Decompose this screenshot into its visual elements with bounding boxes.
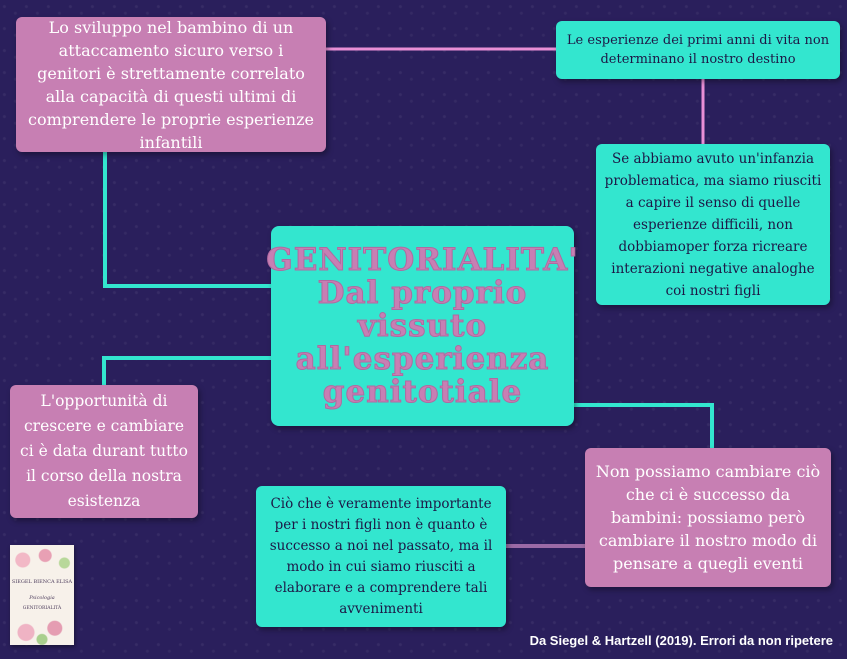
book-subtitle: GENITORIALITÀ — [22, 606, 62, 611]
source-credit: Da Siegel & Hartzell (2019). Errori da n… — [529, 633, 833, 648]
node-text: Lo sviluppo nel bambino di un attaccamen… — [28, 17, 314, 152]
node-text: L'opportunità di crescere e cambiare ci … — [20, 392, 188, 510]
node-text: Se abbiamo avuto un'infanzia problematic… — [604, 150, 822, 299]
node-cambiare-modo-pensare[interactable]: Non possiamo cambiare ciò che ci è succe… — [585, 448, 831, 587]
book-title: Psicologia — [29, 595, 55, 601]
flower-decoration-icon — [10, 545, 74, 575]
node-text: Non possiamo cambiare ciò che ci è succe… — [595, 462, 821, 573]
central-topic[interactable]: GENITORIALITA' Dal proprio vissuto all'e… — [266, 226, 578, 426]
book-author: SIEGEL BIENCA ELISA — [11, 579, 73, 585]
node-importante-per-figli[interactable]: Ciò che è veramente importante per i nos… — [256, 486, 506, 627]
node-infanzia-problematica[interactable]: Se abbiamo avuto un'infanzia problematic… — [596, 144, 830, 305]
connector-central-to-n1 — [103, 152, 320, 288]
connector-central-to-n4 — [102, 356, 271, 385]
connector-central-to-n5 — [574, 403, 714, 448]
node-text: Le esperienze dei primi anni di vita non… — [566, 33, 830, 67]
node-opportunita-crescere[interactable]: L'opportunità di crescere e cambiare ci … — [10, 385, 198, 518]
central-topic-label: GENITORIALITA' Dal proprio vissuto all'e… — [266, 241, 579, 410]
flower-decoration-icon — [10, 617, 74, 645]
node-text: Ciò che è veramente importante per i nos… — [269, 495, 493, 617]
book-cover-thumbnail: SIEGEL BIENCA ELISA Psicologia GENITORIA… — [10, 545, 74, 645]
node-attaccamento-sicuro[interactable]: Lo sviluppo nel bambino di un attaccamen… — [16, 17, 326, 152]
node-esperienze-primi-anni[interactable]: Le esperienze dei primi anni di vita non… — [556, 21, 840, 79]
